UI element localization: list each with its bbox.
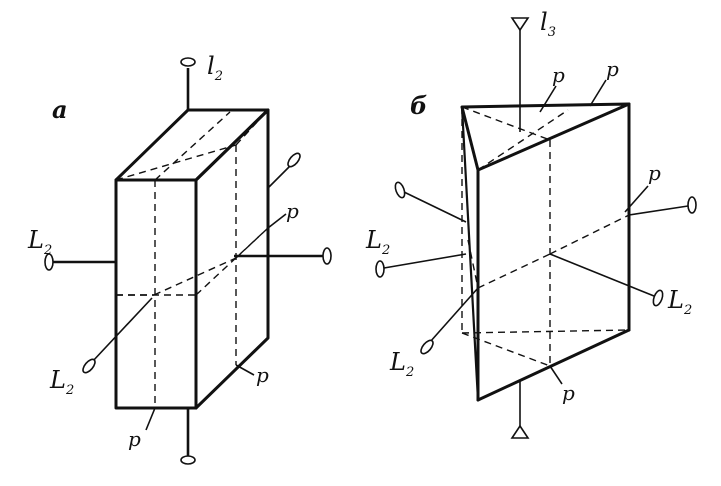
figure-a-plane-p-bottom-label: p: [128, 427, 141, 451]
axis-end-oval-icon: [420, 339, 434, 355]
figure-a-hidden-lines: [115, 109, 269, 408]
axis-end-oval-icon: [44, 253, 54, 271]
figure-b-axis-L2-right-label: L2: [667, 286, 692, 318]
figure-a-visible-edges: [114, 108, 270, 410]
figure-b-plane-p-top-right-label: p: [606, 57, 619, 81]
axis-end-oval-icon: [375, 260, 385, 278]
figure-a-axis-horizontal: [44, 247, 332, 271]
figure-b-plane-p-top-left-label: p: [552, 63, 565, 87]
figure-b-axis-L2-left: [394, 181, 467, 223]
figure-a-axis-diagonal: [82, 152, 301, 374]
figure-b-axis-right-end: [628, 196, 697, 216]
figure-a-prism: а l2 L2 L2 p p p: [27, 52, 332, 465]
axis-end-oval-icon: [322, 247, 332, 265]
axis-end-oval-icon: [687, 196, 697, 214]
figure-a-axis-l2-top-label: l2: [207, 52, 223, 84]
figure-b-visible-edges: [460, 102, 631, 402]
figure-a-axis-L2-label: L2: [27, 226, 52, 258]
figure-b-axis-vertical: [510, 17, 530, 439]
figure-a-axis-L2-bottom-label: L2: [49, 366, 74, 398]
axis-end-oval-icon: [287, 152, 301, 168]
figure-a-axis-vertical: [180, 57, 196, 465]
figure-b-axis-L2-left-label: L2: [365, 226, 390, 258]
axis-end-oval-icon: [82, 358, 96, 374]
axis-end-oval-icon: [180, 455, 196, 465]
figure-b-plane-p-right-label: p: [648, 161, 661, 185]
axis-end-triangle-icon: [510, 17, 530, 32]
figure-b-panel-label: б: [410, 91, 427, 120]
figure-a-panel-label: а: [52, 95, 68, 124]
axis-end-oval-icon: [180, 57, 196, 67]
figure-b-axis-L2-bottom: [420, 287, 479, 355]
figure-b-axis-l3-label: l3: [540, 8, 556, 40]
figure-a-plane-p-lower-right-label: p: [256, 363, 269, 387]
figure-b-plane-p-bottom-label: p: [562, 381, 575, 405]
figure-b-axis-L2-lower-left: [375, 253, 467, 278]
axis-end-oval-icon: [652, 289, 664, 307]
figure-b-hidden-lines: [461, 103, 630, 367]
figure-b-axis-L2-bottom-label: L2: [389, 348, 414, 380]
figure-b-prism: б l3 L2 L2 L2 p p p p: [365, 8, 697, 439]
figure-a-plane-p-right-label: p: [286, 199, 299, 223]
axis-end-oval-icon: [394, 181, 406, 199]
figure-b-axis-L2-right: [549, 253, 664, 307]
axis-end-triangle-icon: [510, 424, 530, 439]
